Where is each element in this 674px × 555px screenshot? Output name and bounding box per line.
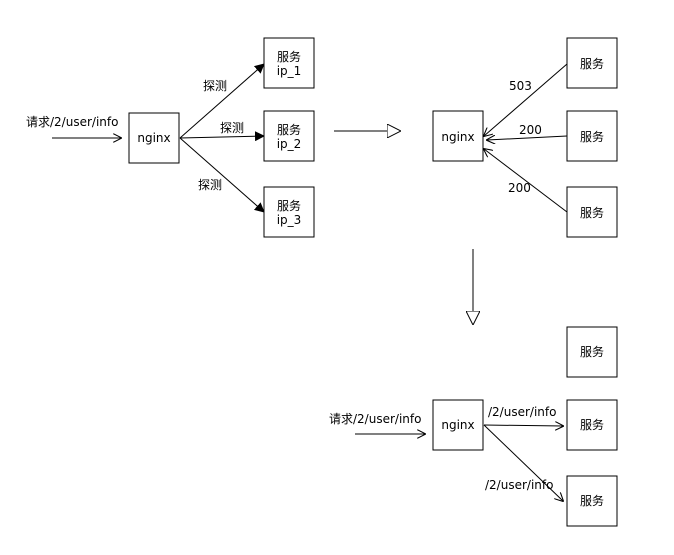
- route-arrow-2: [483, 424, 563, 501]
- service-box-3: [263, 186, 315, 238]
- service-box-2: [566, 399, 618, 451]
- service-box-3: [566, 475, 618, 527]
- service-name-2: 服务: [580, 417, 604, 432]
- service-box-1: [566, 37, 618, 89]
- request-label: 请求/2/user/info: [26, 115, 118, 129]
- service-ip-2: ip_2: [277, 137, 302, 151]
- routing-stage: 请求/2/user/info nginx 服务 服务 服务 /2/user/in…: [329, 326, 618, 527]
- probe-arrow-2: [179, 131, 265, 142]
- service-box-2: [566, 110, 618, 162]
- response-stage: nginx 服务 服务 服务 503 200 200: [432, 37, 618, 238]
- probe-label-3: 探测: [198, 178, 222, 192]
- nginx-box: [432, 399, 484, 451]
- probe-stage: 请求/2/user/info nginx 探测 探测 探测 服务 ip_1 服务…: [26, 37, 315, 238]
- service-name-1: 服务: [277, 49, 301, 64]
- probe-arrow-1: [179, 63, 265, 139]
- request-label: 请求/2/user/info: [329, 412, 421, 426]
- service-box-2: [263, 110, 315, 162]
- nginx-label: nginx: [441, 418, 474, 432]
- service-name-3: 服务: [277, 198, 301, 213]
- nginx-label: nginx: [441, 130, 474, 144]
- nginx-box: [432, 110, 484, 162]
- service-name-3: 服务: [580, 205, 604, 220]
- service-ip-1: ip_1: [277, 64, 302, 78]
- service-box-1: [566, 326, 618, 378]
- service-name-3: 服务: [580, 493, 604, 508]
- status-code-1: 503: [509, 79, 532, 93]
- nginx-label: nginx: [137, 131, 170, 145]
- probe-arrow-3: [179, 137, 265, 213]
- response-arrow-1: [484, 63, 568, 136]
- nginx-box: [128, 112, 180, 164]
- service-name-1: 服务: [580, 344, 604, 359]
- probe-label-1: 探测: [203, 79, 227, 93]
- route-label-1: /2/user/info: [488, 405, 556, 419]
- service-ip-3: ip_3: [277, 213, 302, 227]
- route-label-2: /2/user/info: [485, 478, 553, 492]
- service-name-2: 服务: [580, 129, 604, 144]
- status-code-2: 200: [519, 123, 542, 137]
- response-arrow-2: [487, 136, 568, 140]
- status-code-3: 200: [508, 181, 531, 195]
- probe-label-2: 探测: [220, 121, 244, 135]
- service-name-1: 服务: [580, 56, 604, 71]
- service-name-2: 服务: [277, 122, 301, 137]
- route-arrow-1: [483, 425, 563, 426]
- service-box-1: [263, 37, 315, 89]
- response-arrow-3: [484, 149, 568, 213]
